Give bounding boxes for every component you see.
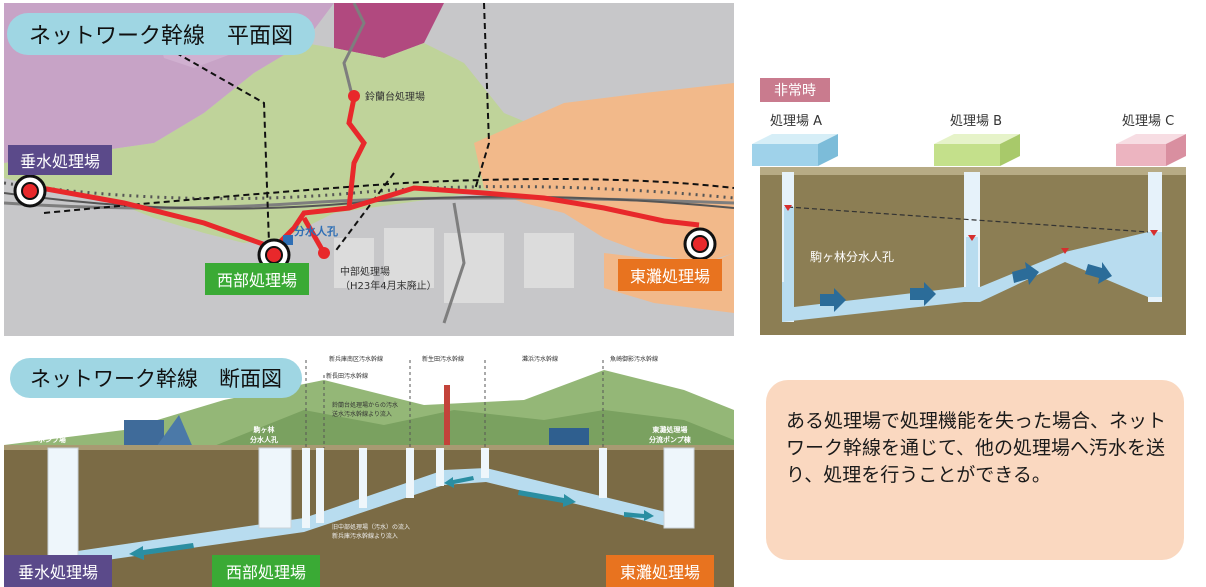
plan-map: ネットワーク幹線 平面図 垂水処理場 西部処理場 東灘処理場 鈴蘭台処理場 分水…	[4, 3, 734, 336]
plant-c-label: 処理場 C	[1122, 114, 1175, 129]
higashinada-marker	[683, 227, 717, 261]
plan-manhole-label: 分水人孔	[294, 225, 338, 238]
emergency-label: 非常時	[760, 78, 830, 102]
sewer-4-label: 灘浜汚水幹線	[522, 356, 559, 363]
plant-a-block	[752, 134, 838, 166]
note-box: ある処理場で処理機能を失った場合、ネットワーク幹線を通じて、他の処理場へ汚水を送…	[766, 380, 1184, 560]
plan-chubu-label: 中部処理場	[340, 267, 390, 278]
section-note-1: 鈴蘭台処理場からの汚水 送水汚水幹線より流入	[332, 402, 399, 418]
plant-b-block	[934, 134, 1020, 166]
section-diagram: ネットワーク幹線 断面図 新兵庫南区汚水幹線 新長田汚水幹線 新生田汚水幹線 灘…	[4, 350, 734, 587]
plan-tarumi-label: 垂水処理場	[8, 145, 113, 175]
plant-b-label: 処理場 B	[950, 114, 1003, 129]
plan-suzurandai-label: 鈴蘭台処理場	[365, 92, 425, 103]
plan-seibu-label: 西部処理場	[205, 263, 310, 295]
sewer-1-label: 新兵庫南区汚水幹線	[329, 356, 384, 363]
sewer-3-label: 新生田汚水幹線	[422, 356, 465, 363]
note-text: ある処理場で処理機能を失った場合、ネットワーク幹線を通じて、他の処理場へ汚水を送…	[786, 410, 1167, 486]
suzurandai-dot	[348, 90, 360, 102]
komagabayashi-label: 駒ヶ林 分水人孔	[250, 426, 278, 444]
emergency-manhole-label: 駒ヶ林分水人孔	[810, 250, 895, 264]
tarumi-pump-label: 垂水ネットワーク ポンプ場	[24, 426, 80, 444]
emergency-diagram: 非常時 処理場 A 処理場 B 処理場 C 駒ヶ林分水人孔	[750, 72, 1186, 335]
tarumi-marker	[13, 174, 47, 208]
emergency-graphic	[752, 134, 1186, 335]
section-higashinada-label: 東灘処理場	[606, 555, 715, 587]
plan-higashinada-label: 東灘処理場	[618, 259, 723, 291]
higashinada-pump-label: 東灘処理場 分流ポンプ棟	[649, 426, 691, 444]
plan-title: ネットワーク幹線 平面図	[7, 13, 316, 55]
plant-c-block	[1116, 134, 1186, 166]
section-tarumi-label: 垂水処理場	[4, 555, 113, 587]
plant-a-label: 処理場 A	[770, 114, 823, 129]
section-title: ネットワーク幹線 断面図	[10, 358, 302, 398]
section-seibu-label: 西部処理場	[212, 555, 321, 587]
sewer-2-label: 新長田汚水幹線	[326, 373, 369, 380]
section-note-2: 旧中部処理場（汚水）の流入 新兵庫汚水幹線より流入	[332, 524, 411, 540]
plan-chubu-note: （H23年4月末廃止）	[340, 281, 437, 292]
manhole-marker	[283, 235, 293, 245]
sewer-5-label: 魚崎御影汚水幹線	[610, 356, 659, 363]
section-graphic	[4, 360, 734, 587]
chubu-dot	[318, 247, 330, 259]
